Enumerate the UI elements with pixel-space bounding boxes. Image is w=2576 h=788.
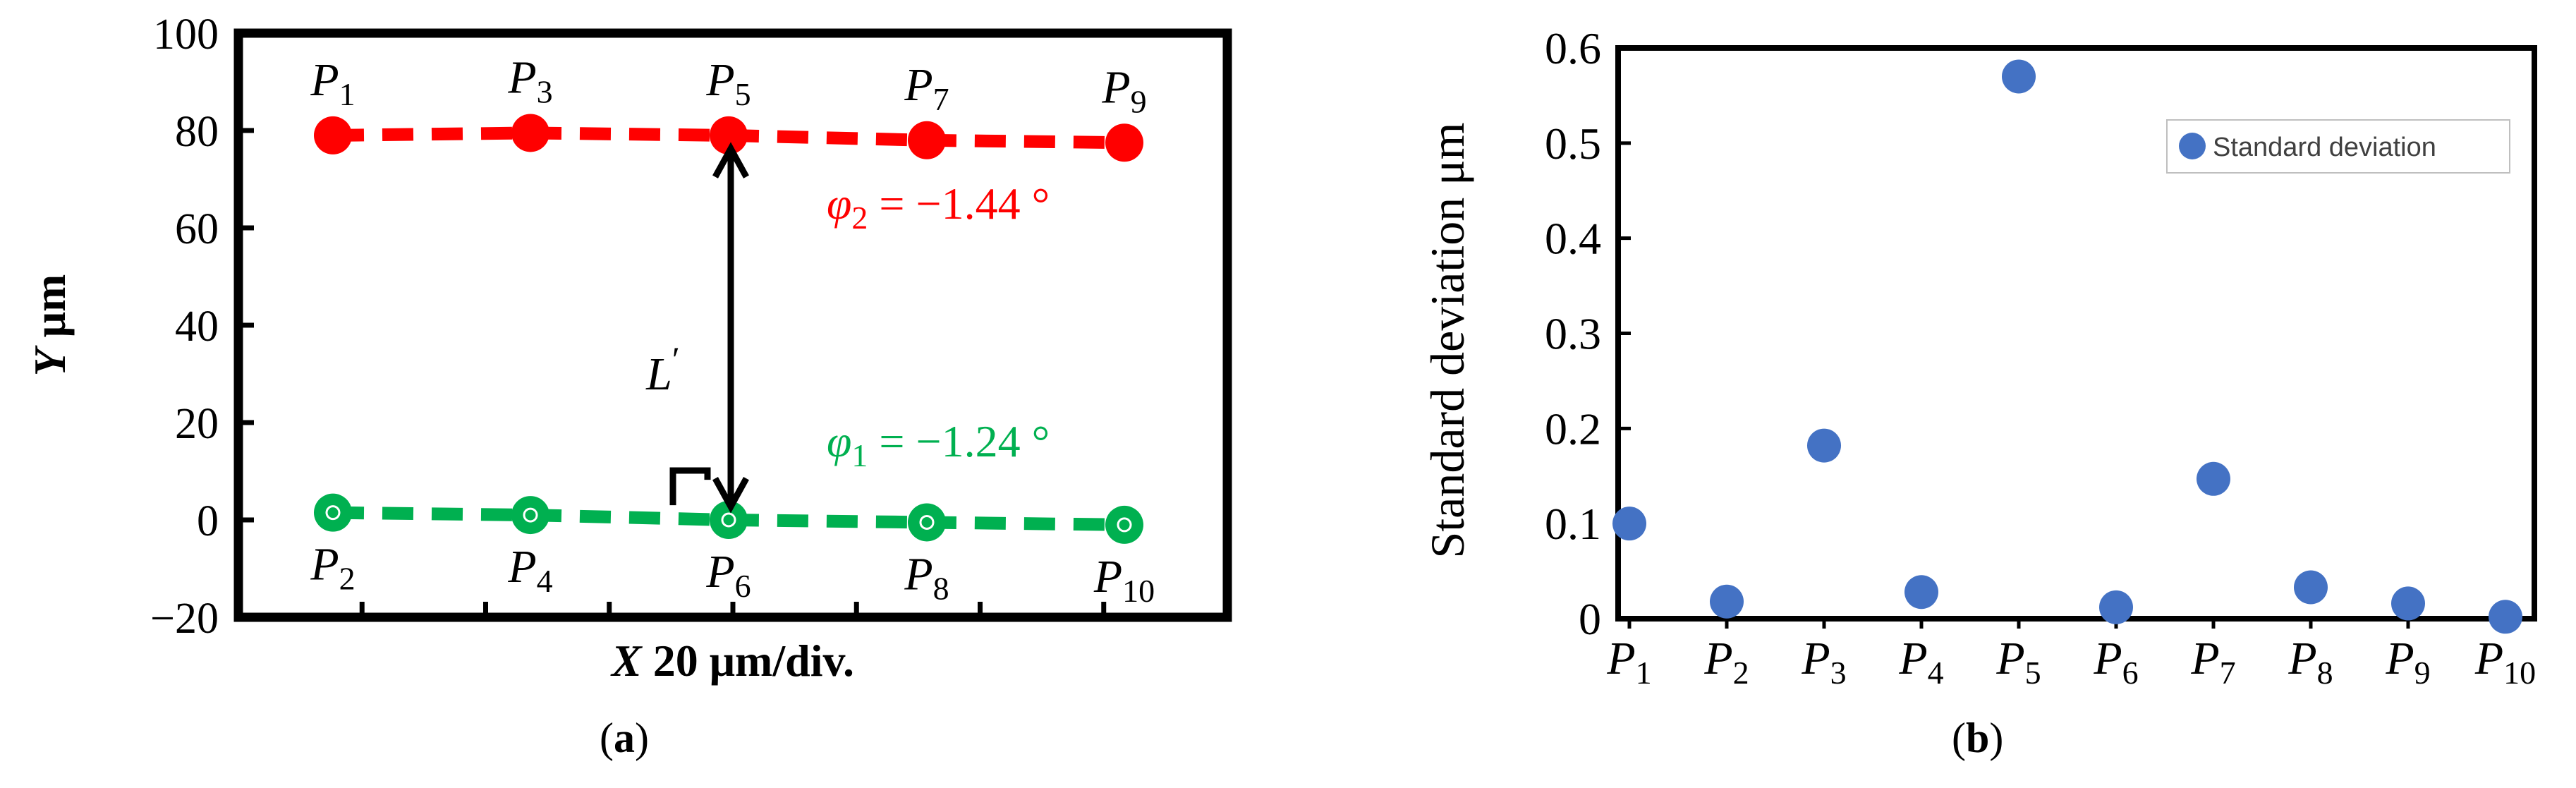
x-tick-label-p10: P10 — [2474, 633, 2536, 691]
x-tick-label-p5: P5 — [1995, 633, 2041, 691]
point-label-p9: P9 — [1101, 61, 1146, 119]
point-ring-p6 — [721, 512, 736, 528]
point-p9 — [1105, 123, 1143, 162]
point-p7 — [908, 121, 946, 159]
y-tick-label-b: 0.5 — [1545, 119, 1601, 169]
point-p8 — [908, 503, 946, 542]
point-b-p3 — [1807, 428, 1841, 463]
point-p2 — [314, 493, 352, 532]
legend-marker — [2179, 133, 2206, 159]
caption-b: (b) — [1952, 715, 2004, 761]
point-label-p10: P10 — [1093, 551, 1155, 609]
point-p6 — [710, 501, 748, 539]
point-b-p1 — [1612, 507, 1646, 541]
angle-label-phi2: φ2 = −1.44 ° — [827, 178, 1050, 236]
y-tick-label-a: 100 — [153, 11, 219, 59]
x-tick-label-p4: P4 — [1898, 633, 1943, 691]
point-label-p8: P8 — [904, 548, 949, 606]
point-b-p6 — [2099, 590, 2133, 624]
y-tick-label-a: 40 — [175, 303, 219, 351]
y-tick-label-b: 0.4 — [1545, 214, 1601, 264]
point-p4 — [511, 496, 549, 535]
point-label-p4: P4 — [507, 541, 552, 599]
point-b-p7 — [2197, 461, 2230, 496]
x-tick-label-p3: P3 — [1801, 633, 1846, 691]
point-label-p1: P1 — [310, 54, 355, 112]
y-tick-label-b: 0.1 — [1545, 499, 1601, 549]
legend-label: Standard deviation — [2213, 133, 2436, 162]
y-axis-label-a: Y μm — [25, 274, 75, 377]
y-tick-label-b: 0 — [1579, 594, 1601, 644]
y-tick-label-a: 60 — [175, 205, 219, 253]
point-ring-p4 — [523, 507, 538, 523]
point-p5 — [710, 116, 748, 154]
x-tick-label-p1: P1 — [1606, 633, 1651, 691]
y-tick-label-b: 0.3 — [1545, 309, 1601, 359]
point-ring-p2 — [325, 505, 341, 521]
angle-label-phi1: φ1 = −1.24 ° — [827, 416, 1050, 473]
right-angle-marker — [669, 467, 711, 506]
legend-box — [2166, 119, 2510, 174]
point-b-p10 — [2489, 600, 2522, 634]
point-b-p2 — [1710, 584, 1744, 619]
point-b-p5 — [2002, 59, 2036, 94]
x-tick-label-p6: P6 — [2093, 633, 2138, 691]
point-ring-p10 — [1117, 517, 1132, 533]
y-tick-label-a: 0 — [197, 497, 219, 545]
y-tick-label-b: 0.6 — [1545, 23, 1601, 73]
point-label-p6: P6 — [705, 546, 751, 604]
point-p1 — [314, 116, 352, 154]
caption-a: (a) — [600, 715, 649, 761]
point-b-p9 — [2391, 586, 2425, 621]
point-b-p4 — [1904, 575, 1938, 610]
point-ring-p8 — [919, 514, 935, 530]
x-tick-label-p8: P8 — [2288, 633, 2333, 691]
point-p10 — [1105, 505, 1143, 544]
arrow-head-bottom — [712, 477, 749, 514]
x-axis-label-a: X 20 μm/div. — [610, 636, 854, 686]
y-tick-label-a: 80 — [175, 108, 219, 156]
x-tick-label-p9: P9 — [2385, 633, 2430, 691]
distance-label: L′ — [645, 339, 680, 400]
point-b-p8 — [2294, 570, 2328, 605]
point-label-p3: P3 — [507, 51, 552, 109]
y-axis-label-b: Standard deviation μm — [1421, 122, 1474, 558]
y-tick-label-b: 0.2 — [1545, 404, 1601, 454]
y-tick-label-a: 20 — [175, 400, 219, 448]
x-tick-label-p7: P7 — [2190, 633, 2235, 691]
point-label-p5: P5 — [705, 54, 751, 112]
point-label-p2: P2 — [310, 539, 355, 597]
point-label-p7: P7 — [904, 59, 949, 117]
arrow-head-top — [712, 142, 749, 178]
x-tick-label-p2: P2 — [1703, 633, 1749, 691]
y-tick-label-a: −20 — [150, 595, 219, 643]
point-p3 — [511, 114, 549, 152]
